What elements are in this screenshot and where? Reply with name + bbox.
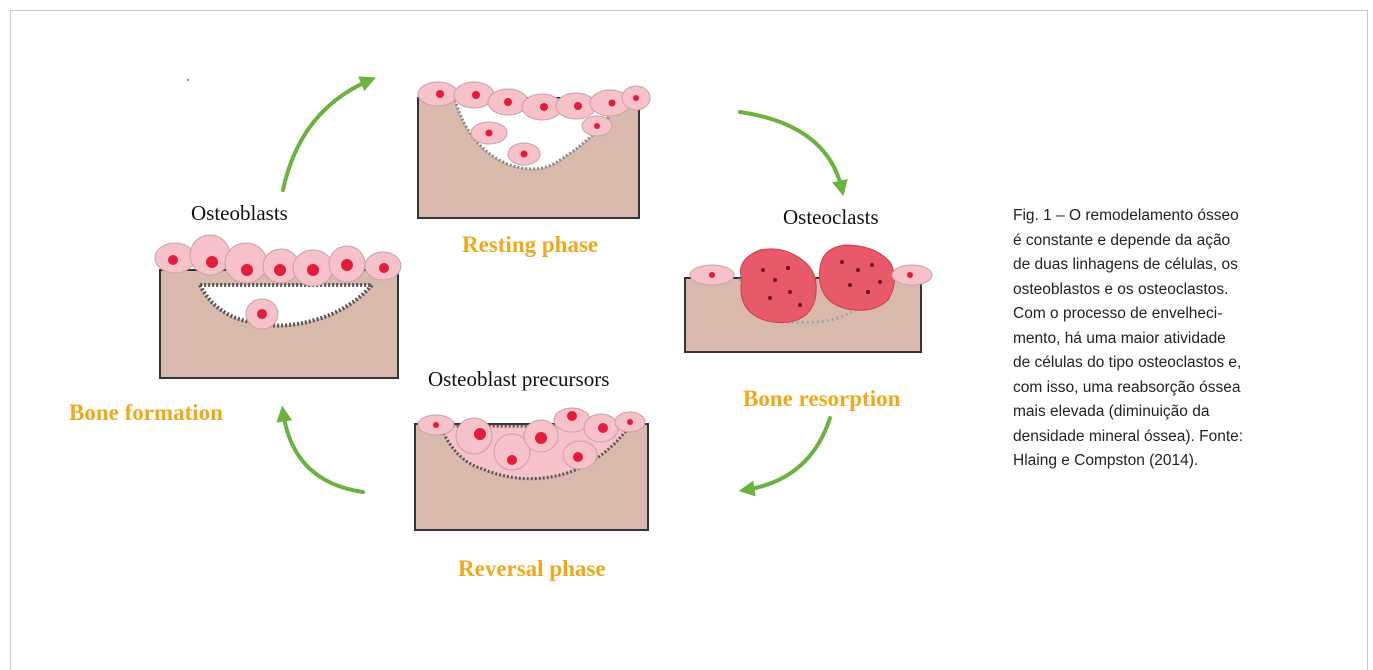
bone-formation-block [155,235,401,378]
caption-line: Fig. 1 – O remodelamento ósseo [1013,204,1343,229]
resting-phase-label: Resting phase [462,232,598,258]
caption-line: de células do tipo osteoclastos e, [1013,351,1343,376]
arrow-resorption-to-reversal [745,418,830,490]
arrow-formation-to-resting [283,80,370,190]
resting-phase-block [418,82,650,218]
bone-resorption-block [685,245,932,352]
reversal-phase-label: Reversal phase [458,556,606,582]
figure-caption: Fig. 1 – O remodelamento ósseo é constan… [1013,204,1343,474]
osteoclasts-label: Osteoclasts [783,205,879,230]
arrow-resting-to-resorption [740,112,842,190]
reversal-phase-block [415,408,648,530]
osteoblasts-label: Osteoblasts [191,201,288,226]
caption-line: densidade mineral óssea). Fonte: [1013,425,1343,450]
arrow-reversal-to-formation [283,412,363,492]
bone-formation-label: Bone formation [69,400,223,426]
osteoblast-precursors-label: Osteoblast precursors [428,367,609,392]
caption-line: com isso, uma reabsorção óssea [1013,376,1343,401]
caption-line: mento, há uma maior atividade [1013,327,1343,352]
caption-line: Com o processo de envelheci- [1013,302,1343,327]
caption-line: é constante e depende da ação [1013,229,1343,254]
caption-line: de duas linhagens de células, os [1013,253,1343,278]
caption-line: Hlaing e Compston (2014). [1013,449,1343,474]
bone-resorption-label: Bone resorption [743,386,900,412]
speck [187,79,189,81]
caption-line: mais elevada (diminuição da [1013,400,1343,425]
caption-line: osteoblastos e os osteoclastos. [1013,278,1343,303]
